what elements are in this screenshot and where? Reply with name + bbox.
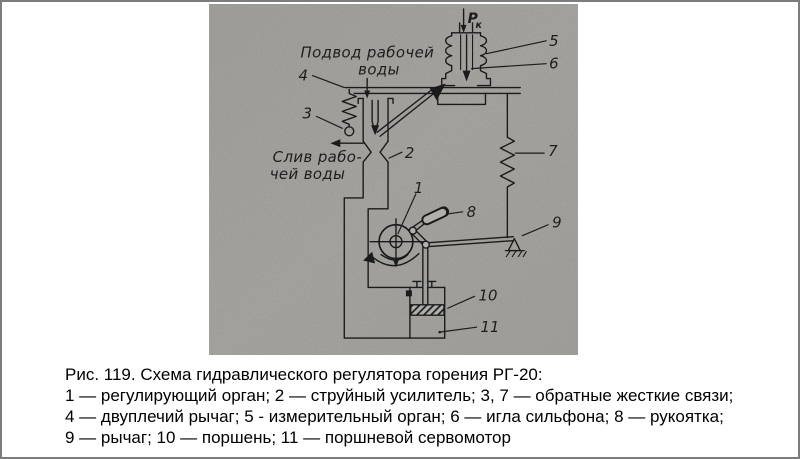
oscillation-arc-inner [380, 253, 409, 261]
pressure-subscript: к [476, 20, 483, 31]
supply-label-line2: воды [358, 61, 400, 79]
drain-label-line2: чей воды [270, 165, 346, 183]
caption-line-3: 4 — двуплечий рычаг; 5 - измерительный о… [65, 407, 724, 426]
feedback-spring-left [341, 88, 357, 137]
jet-amplifier [357, 97, 394, 163]
scan-image: Подвод рабочей воды Слив рабо- чей воды … [208, 4, 579, 355]
caption-line-2: 1 — регулирующий орган; 2 — струйный уси… [65, 386, 734, 405]
supply-label-line1: Подвод рабочей [301, 44, 435, 62]
piston [410, 304, 445, 316]
callout-11: 11 [481, 318, 500, 336]
handle [408, 206, 450, 249]
callout-2: 2 [405, 144, 414, 162]
cylinder-port [405, 290, 412, 297]
connecting-strut [376, 83, 446, 137]
caption-line-4: 9 — рычаг; 10 — поршень; 11 — поршневой … [65, 428, 511, 447]
drain-label-line1: Слив рабо- [273, 148, 362, 166]
pivot-support [504, 237, 527, 258]
callout-6: 6 [549, 55, 558, 73]
bellows-sensor [441, 22, 492, 87]
callout-9: 9 [552, 214, 561, 232]
paper-grain [209, 4, 578, 355]
lever-9 [428, 235, 515, 248]
piston-rod [422, 246, 429, 305]
supply-arrow [364, 77, 371, 99]
callout-leaders [311, 40, 549, 334]
callout-4: 4 [299, 67, 308, 85]
pressure-input-arrow [460, 8, 467, 33]
drain-arrow [330, 139, 364, 148]
regulating-organ [363, 218, 424, 268]
oscillation-arc-outer [372, 252, 420, 267]
feedback-spring-right [499, 92, 516, 239]
callout-8: 8 [467, 203, 476, 221]
callout-7: 7 [548, 142, 558, 160]
callout-3: 3 [303, 104, 312, 122]
callout-10: 10 [479, 286, 498, 304]
callout-5: 5 [549, 32, 558, 50]
callout-1: 1 [414, 179, 423, 197]
pipes [343, 161, 446, 339]
servo-cylinder [405, 280, 446, 339]
caption-title: Рис. 119. Схема гидравлического регулято… [65, 365, 543, 384]
figure-caption: Рис. 119. Схема гидравлического регулято… [65, 364, 795, 448]
pressure-label: Р [468, 11, 478, 27]
